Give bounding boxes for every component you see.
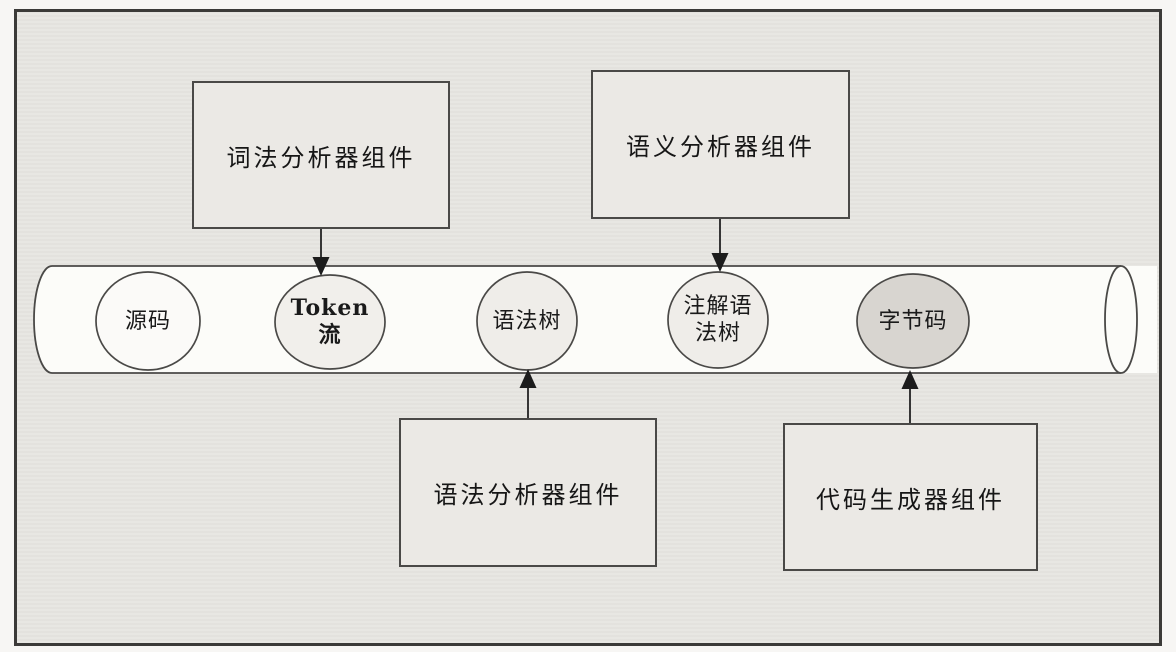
component-label-parser: 语法分析器组件 — [433, 481, 623, 509]
stage-label-syntax-tree: 语法树 — [492, 308, 562, 334]
pipe-right-cap — [1104, 265, 1138, 374]
stage-label-source-code: 源码 — [124, 308, 171, 334]
component-box-semantic: 语义分析器组件 — [591, 70, 850, 219]
stage-label-bytecode: 字节码 — [878, 308, 948, 334]
stage-ellipse-bytecode — [856, 273, 970, 369]
component-label-semantic: 语义分析器组件 — [626, 133, 815, 161]
component-label-lexer: 词法分析器组件 — [226, 143, 416, 172]
pipe-body — [34, 266, 1157, 373]
arrow-lexer-to-token-stream — [312, 229, 330, 276]
stage-ellipse-token-stream — [274, 274, 386, 370]
arrow-parser-to-syntax-tree — [519, 369, 537, 418]
arrow-semantic-to-annotated-syntax-tree — [711, 219, 729, 272]
arrow-codegen-to-bytecode — [901, 370, 919, 423]
pipe-left-cap — [33, 265, 53, 374]
stage-label-token-stream: Token 流 — [290, 295, 370, 348]
component-box-lexer: 词法分析器组件 — [192, 81, 450, 229]
stage-ellipse-syntax-tree — [476, 271, 578, 371]
component-box-parser: 语法分析器组件 — [399, 418, 657, 567]
component-box-codegen: 代码生成器组件 — [783, 423, 1038, 571]
component-label-codegen: 代码生成器组件 — [816, 485, 1005, 514]
stage-ellipse-annotated-syntax-tree — [667, 271, 769, 369]
stage-label-annotated-syntax-tree: 注解语 法树 — [683, 294, 753, 346]
stage-ellipse-source-code — [95, 271, 201, 371]
